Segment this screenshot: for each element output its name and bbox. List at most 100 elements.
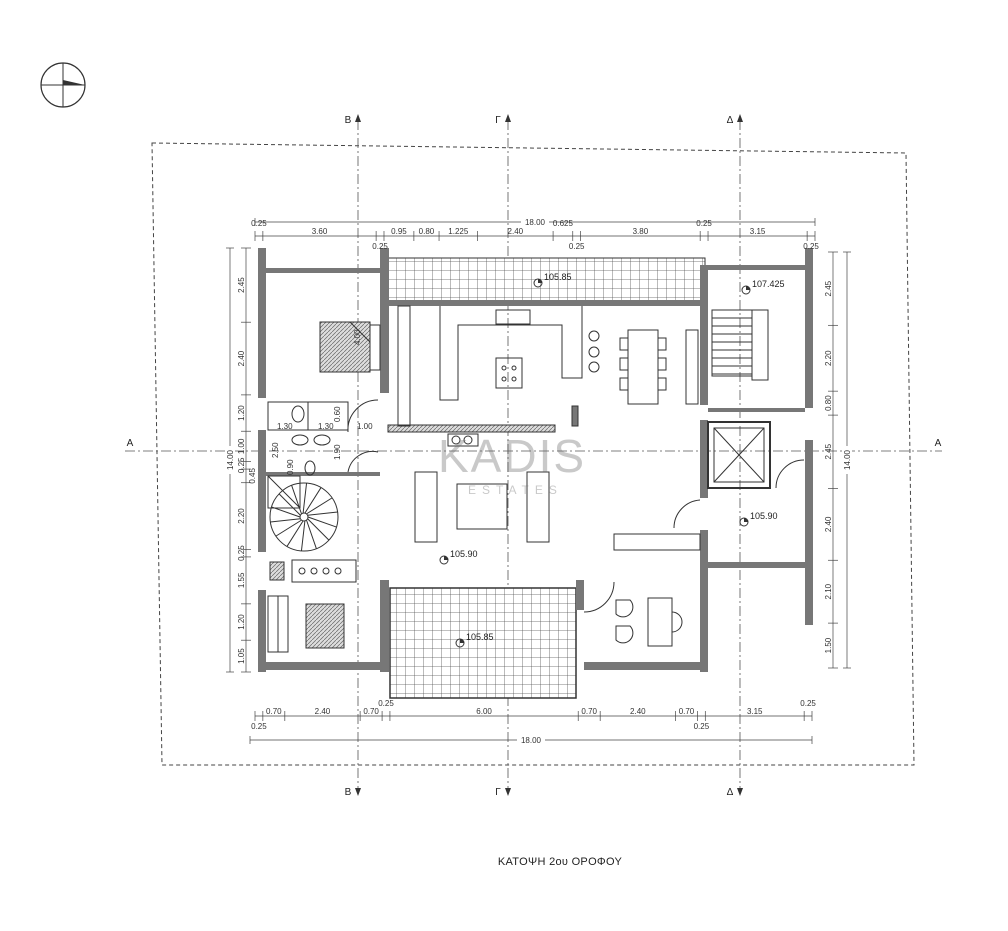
dim-top-segment: 0.25 [696, 219, 712, 228]
dim-top-segment: 0.80 [419, 227, 435, 236]
dim-right-segment: 2.45 [824, 443, 833, 459]
dim-top-segment: 0.625 [553, 219, 574, 228]
dim-bedroom-depth: 4.00 [353, 329, 362, 345]
dim-left-segment: 1.55 [237, 572, 246, 588]
section-arrow-icon [737, 788, 743, 796]
dim-top-segment: 2.40 [508, 227, 524, 236]
section-label-3: Δ [727, 115, 734, 126]
section-label-2: Γ [495, 115, 501, 126]
dim-left-segment: 2.20 [237, 508, 246, 524]
dim-left-segment: 1.05 [237, 648, 246, 664]
dim-top-segment: 3.15 [750, 227, 766, 236]
dim-shower: 0.90 [286, 459, 295, 475]
dim-top-segment: 3.80 [633, 227, 649, 236]
section-arrow-icon [737, 114, 743, 122]
dim-door: 1.00 [357, 422, 373, 431]
section-label-2-bottom: Γ [495, 787, 501, 798]
dim-bottom-segment: 2.40 [315, 707, 331, 716]
dim-top-segment: 0.25 [803, 242, 819, 251]
dim-left-segment: 1.00 [237, 438, 246, 454]
stairs [711, 309, 769, 381]
watermark-logo: KADIS ESTATES [438, 430, 586, 497]
walls [258, 248, 813, 672]
dim-bottom-segment: 0.70 [266, 707, 282, 716]
svg-text:105.90: 105.90 [750, 511, 778, 521]
dim-left-segment: 0.25 [237, 545, 246, 561]
dim-top-segment: 0.25 [372, 242, 388, 251]
dim-right-segment: 0.80 [824, 395, 833, 411]
terrace-bottom [389, 587, 577, 699]
dim-bottom-segment: 0.70 [363, 707, 379, 716]
bedroom-furniture [319, 321, 381, 373]
dim-wc-w1: 1.30 [277, 422, 293, 431]
dim-bottom-segment: 2.40 [630, 707, 646, 716]
section-arrow-icon [355, 788, 361, 796]
dim-left-segment: 1.20 [237, 405, 246, 421]
dim-bottom-segment: 0.25 [378, 699, 394, 708]
dim-top-segment: 0.95 [391, 227, 407, 236]
svg-text:105.85: 105.85 [544, 272, 572, 282]
svg-text:105.90: 105.90 [450, 549, 478, 559]
dim-wc-w2: 1.30 [318, 422, 334, 431]
svg-text:105.85: 105.85 [466, 632, 494, 642]
section-arrow-icon [505, 114, 511, 122]
spiral-staircase [269, 482, 339, 552]
level-marker-terrace-bottom: 105.85 [455, 632, 494, 648]
section-label-1: Β [345, 115, 352, 126]
dim-top-total: 18.00 [525, 218, 546, 227]
dim-left-segment: 0.45 [248, 468, 257, 484]
interior-dimensions: 4.00 1.30 1.30 0.60 1.00 2.50 0.90 1.90 [271, 329, 373, 475]
dim-top-segment: 3.60 [312, 227, 328, 236]
dim-bottom-total: 18.00 [521, 736, 542, 745]
watermark-sub: ESTATES [468, 483, 563, 497]
level-marker-stair-landing: 107.425 [741, 279, 785, 295]
dim-bottom-segment: 0.70 [581, 707, 597, 716]
dim-right-total: 14.00 [843, 449, 852, 470]
dim-bottom-segment: 3.15 [747, 707, 763, 716]
north-compass-icon [40, 62, 86, 108]
watermark-brand: KADIS [438, 430, 586, 482]
dim-wc-h: 0.60 [333, 406, 342, 422]
dim-bottom-segment: 0.25 [694, 722, 710, 731]
dim-left-segment: 2.40 [237, 350, 246, 366]
kitchen-counter [387, 424, 556, 433]
section-arrow-icon [505, 788, 511, 796]
section-label-a-left: Α [127, 438, 134, 449]
dim-left-segment: 0.25 [237, 457, 246, 473]
dim-bath-h: 2.50 [271, 442, 280, 458]
terrace-top [387, 257, 706, 302]
level-marker-terrace-top: 105.85 [533, 272, 572, 288]
elevator [707, 421, 771, 489]
dim-right-segment: 2.10 [824, 583, 833, 599]
level-marker-hall: 105.90 [739, 511, 778, 527]
dim-bottom-segment: 0.25 [251, 722, 267, 731]
dim-left-total: 14.00 [226, 449, 235, 470]
section-label-a-right: Α [935, 438, 942, 449]
dim-bath-h2: 1.90 [333, 444, 342, 460]
dim-top-segment: 0.25 [569, 242, 585, 251]
dim-right-segment: 2.20 [824, 350, 833, 366]
bottom-left-furniture [267, 559, 357, 653]
dim-left-segment: 2.45 [237, 277, 246, 293]
dining-table [619, 329, 699, 405]
svg-text:107.425: 107.425 [752, 279, 785, 289]
dim-top-segment: 0.25 [251, 219, 267, 228]
dim-bottom-segment: 0.25 [800, 699, 816, 708]
dim-top-segment: 1.225 [448, 227, 469, 236]
bathrooms [267, 399, 379, 509]
dim-right-segment: 2.40 [824, 516, 833, 532]
drawing-title: ΚΑΤΟΨΗ 2ου ΟΡΟΦΟΥ [497, 856, 623, 868]
dim-right-segment: 2.45 [824, 280, 833, 296]
dim-right-segment: 1.50 [824, 637, 833, 653]
dim-bottom-segment: 0.70 [679, 707, 695, 716]
kitchen [397, 305, 600, 447]
section-label-1-bottom: Β [345, 787, 352, 798]
bottom-right-furniture [583, 459, 805, 647]
dim-bottom-segment: 6.00 [476, 707, 492, 716]
living-furniture [414, 405, 579, 543]
dim-left-segment: 1.20 [237, 614, 246, 630]
section-label-3-bottom: Δ [727, 787, 734, 798]
section-arrow-icon [355, 114, 361, 122]
level-marker-living: 105.90 [439, 549, 478, 565]
